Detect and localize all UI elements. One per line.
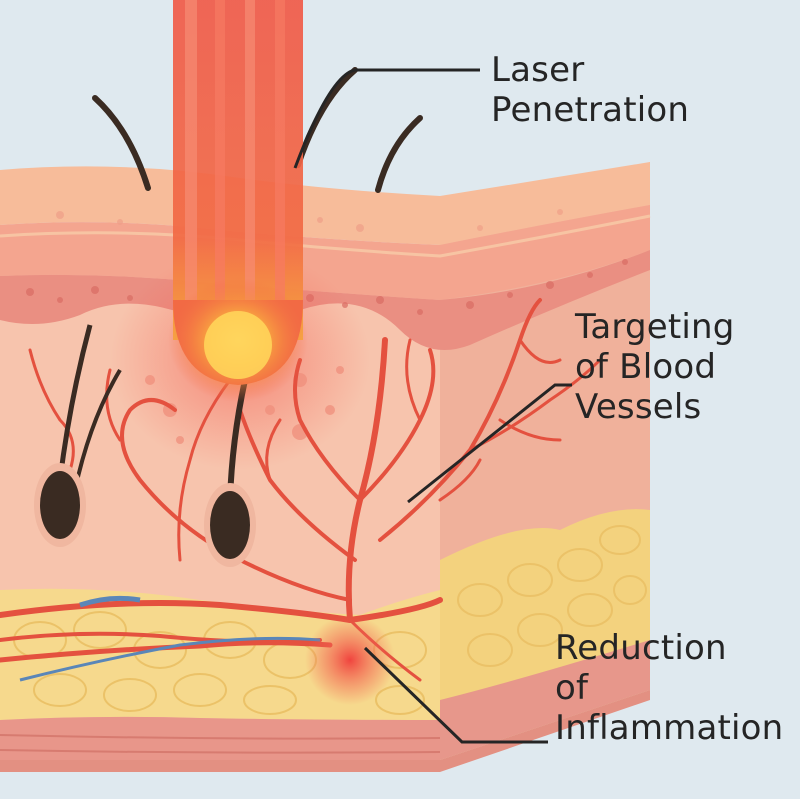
vein bbox=[19, 636, 321, 682]
reduction-leader-line bbox=[363, 646, 548, 744]
blood-vessels bbox=[0, 298, 602, 682]
reduction-line3: Inflammation bbox=[555, 708, 784, 749]
epidermis-stripe bbox=[0, 214, 651, 258]
laser-penetration-label: Laser Penetration bbox=[491, 50, 689, 130]
bottom-tissue-lines bbox=[0, 734, 441, 754]
epidermis-dots bbox=[56, 209, 563, 232]
epidermis-top-surface bbox=[0, 162, 650, 245]
laser-core bbox=[204, 311, 272, 379]
targeting-line2: of Blood bbox=[575, 347, 717, 388]
reduction-line2: of bbox=[555, 668, 589, 709]
targeting-leader-line bbox=[407, 383, 572, 504]
laser-penetration-line2: Penetration bbox=[491, 90, 690, 131]
reduction-line1: Reduction bbox=[555, 628, 727, 668]
inflammation-spot bbox=[305, 615, 395, 705]
block-bottom-edge bbox=[0, 690, 650, 772]
targeting-line3: Vessels bbox=[575, 387, 702, 428]
reduction-inflammation-label: Reduction of Inflammation bbox=[555, 628, 783, 748]
vein-segment bbox=[79, 595, 141, 608]
laser-leader-line bbox=[293, 68, 480, 169]
fat-cells bbox=[13, 525, 647, 715]
laser-penetration-line1: Laser bbox=[491, 50, 585, 90]
side-fat-bottom bbox=[440, 640, 650, 760]
targeting-blood-vessels-label: Targeting of Blood Vessels bbox=[575, 307, 735, 427]
targeting-line1: Targeting bbox=[575, 307, 735, 347]
